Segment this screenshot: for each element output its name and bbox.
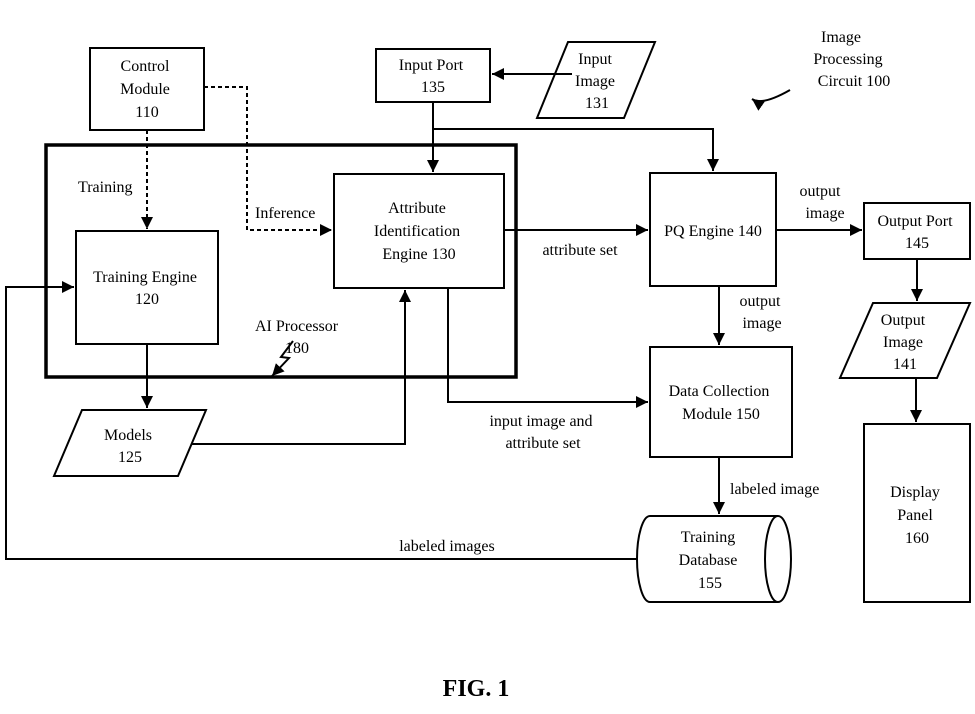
ai-processor-lightning-pointer (271, 340, 294, 377)
attribute-identification-engine-box (333, 173, 505, 289)
output-image-box-label: Output Image 141 (881, 312, 929, 373)
ai-processor-boundary (44, 143, 518, 379)
training-engine-label: Training Engine 120 (93, 269, 201, 308)
input-image-label: Input Image 131 (575, 51, 619, 112)
training-label: Training (78, 179, 133, 196)
input-image-parallelogram (535, 41, 657, 119)
attr-engine-to-data-collection-arrow (447, 288, 648, 408)
training-database-cylinder-face (764, 515, 779, 603)
labeled-image-label: labeled image (730, 481, 819, 498)
input-port-label: Input Port 135 (399, 57, 467, 96)
ai-processor-label: AI Processor 180 (255, 318, 342, 357)
data-collection-module-label: Data Collection Module 150 (669, 383, 774, 423)
circuit-label: Image Processing Circuit 100 (813, 29, 890, 90)
inference-dashed-arrow (204, 86, 332, 236)
port-to-pq-engine-arrow (433, 128, 719, 171)
control-module-label: Control Module 110 (120, 58, 174, 121)
output-port-box (863, 202, 971, 260)
output-image-mid-label: output image (740, 293, 785, 332)
models-parallelogram (52, 409, 208, 477)
pq-engine-box (649, 172, 777, 287)
models-label: Models 125 (104, 427, 156, 466)
labeled-images-feedback-arrow (5, 281, 637, 560)
inference-label: Inference (255, 205, 315, 222)
pq-engine-label: PQ Engine 140 (664, 223, 762, 240)
output-image-parallelogram (838, 302, 972, 379)
output-port-label: Output Port 145 (877, 213, 956, 252)
attribute-engine-label: Attribute Identification Engine 130 (374, 200, 464, 263)
training-database-label: Training Database 155 (679, 529, 742, 592)
circuit-pointer-arrow (751, 89, 791, 111)
input-image-attribute-set-label: input image and attribute set (489, 413, 596, 452)
output-image-top-label: output image (800, 183, 845, 222)
data-collection-module-box (649, 346, 793, 458)
display-panel-label: Display Panel 160 (890, 484, 944, 547)
training-engine-box (75, 230, 219, 345)
figure-caption: FIG. 1 (443, 676, 510, 702)
attribute-set-label: attribute set (542, 242, 618, 259)
display-panel-box (863, 423, 971, 603)
models-to-attr-engine-arrow (192, 290, 411, 445)
labeled-images-label: labeled images (399, 538, 495, 555)
